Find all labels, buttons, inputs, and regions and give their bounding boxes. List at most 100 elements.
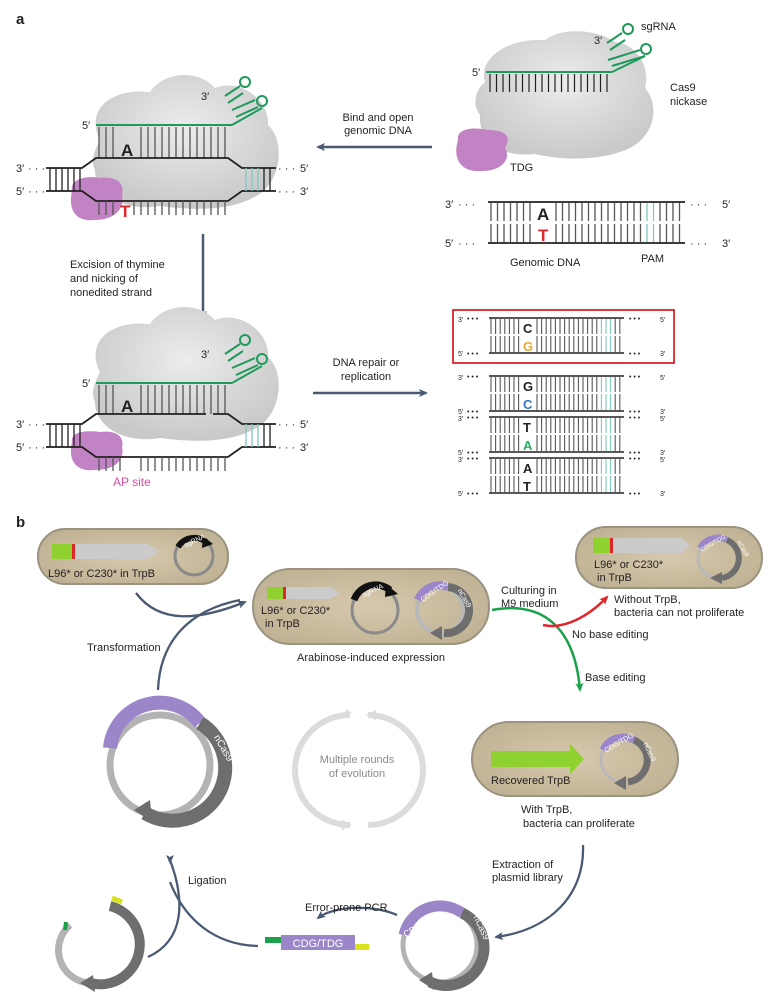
transformation-label: Transformation <box>87 642 161 654</box>
gene-label-2: in TrpB <box>597 572 632 584</box>
gene-label-1: L96* or C230* <box>261 605 331 617</box>
right-3prime: 3′ <box>660 450 666 457</box>
dots: · · · <box>278 186 295 198</box>
left-3prime: 3′ <box>458 416 464 423</box>
outcome-bottom-base: C <box>523 397 533 412</box>
dots: • • • <box>629 456 641 463</box>
base-thymine: T <box>120 202 131 221</box>
genomic-base-a: A <box>537 205 549 224</box>
base-editing-arrow <box>491 606 584 692</box>
cas9-label-2: nickase <box>670 96 707 108</box>
dots: · · · <box>28 186 45 198</box>
base-editing-label: Base editing <box>585 672 646 684</box>
five-prime: 5′ <box>82 378 90 390</box>
cas9-nickase-free: 3′ sgRNA 5′ Cas9 nickase TDG <box>456 21 707 174</box>
cell-no-edit[interactable]: L96* or C230* in TrpB CDG/TDG nCas9 With… <box>575 526 763 619</box>
left-3prime: 3′ <box>445 199 453 211</box>
left-5prime: 5′ <box>458 409 464 416</box>
left-5prime: 5′ <box>16 186 24 198</box>
cell-initial[interactable]: L96* or C230* in TrpB sgRNA <box>37 528 229 585</box>
cas9-protein-shape <box>92 74 279 209</box>
cas9-protein-shape <box>92 306 279 441</box>
left-5prime: 5′ <box>458 351 464 358</box>
dots: · · · <box>28 419 45 431</box>
three-prime: 3′ <box>594 35 602 47</box>
dots: • • • <box>629 351 641 358</box>
left-3prime: 3′ <box>16 419 24 431</box>
dots: • • • <box>467 491 479 498</box>
panel-b-label: b <box>16 514 25 531</box>
dots: • • • <box>629 415 641 422</box>
three-prime: 3′ <box>201 349 209 361</box>
extraction-arrow <box>494 844 585 941</box>
right-3prime: 3′ <box>660 491 666 498</box>
no-edit-caption-1: Without TrpB, <box>614 594 681 606</box>
dots: · · · <box>28 163 45 175</box>
left-3prime: 3′ <box>458 375 464 382</box>
dots: • • • <box>467 415 479 422</box>
outcome-bottom-base: G <box>523 339 533 354</box>
ligation-arrow-2 <box>147 855 181 959</box>
tdg-protein-shape <box>456 128 508 172</box>
cas9-complex-nicked: 3′ 5′ A AP site 3′ 5′ 5′ 3′ · · · · · · … <box>16 306 308 489</box>
left-5prime: 5′ <box>458 491 464 498</box>
dots: · · · <box>28 442 45 454</box>
base-adenine: A <box>121 141 133 160</box>
tdg-protein-shape <box>70 177 123 221</box>
right-5prime: 5′ <box>300 419 308 431</box>
sgrna-5prime-label: 5′ <box>82 120 90 132</box>
dots: • • • <box>629 450 641 457</box>
pam-label: PAM <box>641 253 664 265</box>
base-adenine: A <box>121 397 133 416</box>
ap-site-label: AP site <box>113 475 151 489</box>
extraction-label-2: plasmid library <box>492 872 563 884</box>
dots: · · · <box>458 238 475 250</box>
left-5prime: 5′ <box>445 238 453 250</box>
sgrna-label: sgRNA <box>641 21 677 33</box>
dots: · · · <box>690 199 707 211</box>
left-3prime: 3′ <box>458 457 464 464</box>
outcome-list: CG3′5′• • •• • •• • •• • •5′3′GC3′5′• • … <box>458 316 666 498</box>
edited-caption-2: bacteria can proliferate <box>523 818 635 830</box>
right-3prime: 3′ <box>300 186 308 198</box>
genomic-dna-label: Genomic DNA <box>510 257 581 269</box>
right-5prime: 5′ <box>660 457 666 464</box>
pcr-fragment: CDG/TDG <box>265 935 369 950</box>
right-3prime: 3′ <box>660 409 666 416</box>
dots: • • • <box>467 450 479 457</box>
fragment-label: CDG/TDG <box>293 938 344 950</box>
dots: · · · <box>278 163 295 175</box>
transformation-arrow-2 <box>156 598 241 691</box>
outcome-bottom-base: T <box>523 479 531 494</box>
culturing-label-1: Culturing in <box>501 585 557 597</box>
cycle-label-1: Multiple rounds <box>320 754 395 766</box>
left-5prime: 5′ <box>16 442 24 454</box>
left-3prime: 3′ <box>16 163 24 175</box>
expression-caption: Arabinose-induced expression <box>297 652 445 664</box>
excision-label-1: Excision of thymine <box>70 259 165 271</box>
bind-label-2: genomic DNA <box>344 125 413 137</box>
dots: · · · <box>458 199 475 211</box>
ligation-arrow-1 <box>168 881 259 948</box>
right-5prime: 5′ <box>300 163 308 175</box>
sgrna-3prime-label: 3′ <box>201 91 209 103</box>
pcr-arrow <box>316 906 398 920</box>
outcome-top-base: G <box>523 379 533 394</box>
dots: • • • <box>629 316 641 323</box>
outcome-dna-1: CG3′5′• • •• • •• • •• • •5′3′ <box>458 316 666 358</box>
outcome-dna-4: AT3′5′• • •• • •• • •• • •5′3′ <box>458 456 666 498</box>
outcome-top-base: C <box>523 321 533 336</box>
dots: · · · <box>278 419 295 431</box>
right-5prime: 5′ <box>660 375 666 382</box>
plasmid-large: CDG/TDG nCas9 <box>103 695 235 828</box>
cycle-label-2: of evolution <box>329 768 385 780</box>
evolution-cycle: Multiple rounds of evolution <box>292 709 426 830</box>
no-editing-arrow <box>542 595 609 628</box>
outcome-dna-2: GC3′5′• • •• • •• • •• • •5′3′ <box>458 374 666 416</box>
dots: • • • <box>467 316 479 323</box>
plasmid-backbone: nCas9 <box>55 895 154 992</box>
dots: • • • <box>629 374 641 381</box>
cell-expression[interactable]: L96* or C230* in TrpB sgRNA CDG/TDG nCas… <box>252 568 490 664</box>
transformation-arrow-1 <box>135 592 247 618</box>
cell-edited[interactable]: Recovered TrpB CDG/TDG nCas9 With TrpB, … <box>471 721 679 830</box>
